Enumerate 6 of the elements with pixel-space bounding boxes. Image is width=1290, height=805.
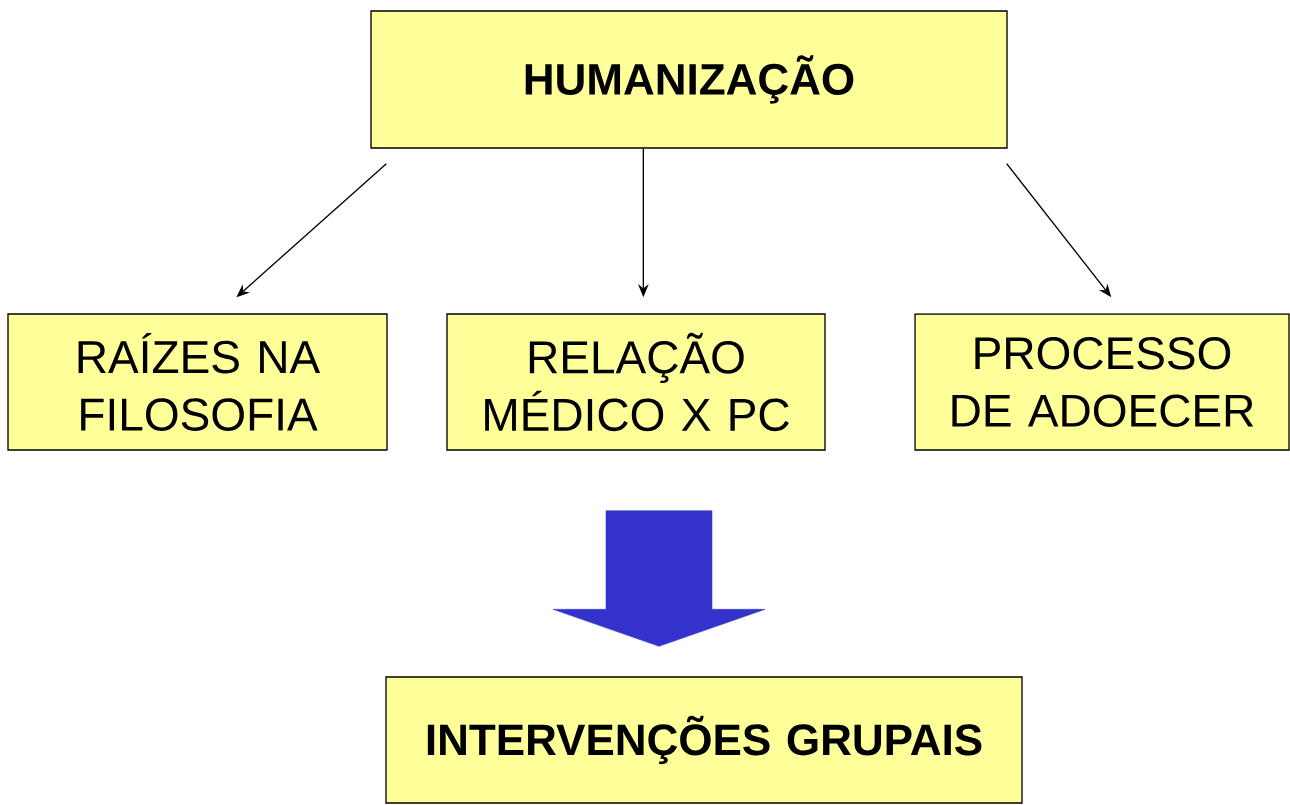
text-box: INTERVENÇÕES GRUPAIS [385,676,1023,804]
text-box: PROCESSO DE ADOECER [914,313,1290,451]
block-arrow [552,510,766,647]
text-box: RAÍZES NA FILOSOFIA [7,313,388,451]
text-box: HUMANIZAÇÃO [370,10,1008,149]
text-box: RELAÇÃO MÉDICO X PC [446,313,826,451]
